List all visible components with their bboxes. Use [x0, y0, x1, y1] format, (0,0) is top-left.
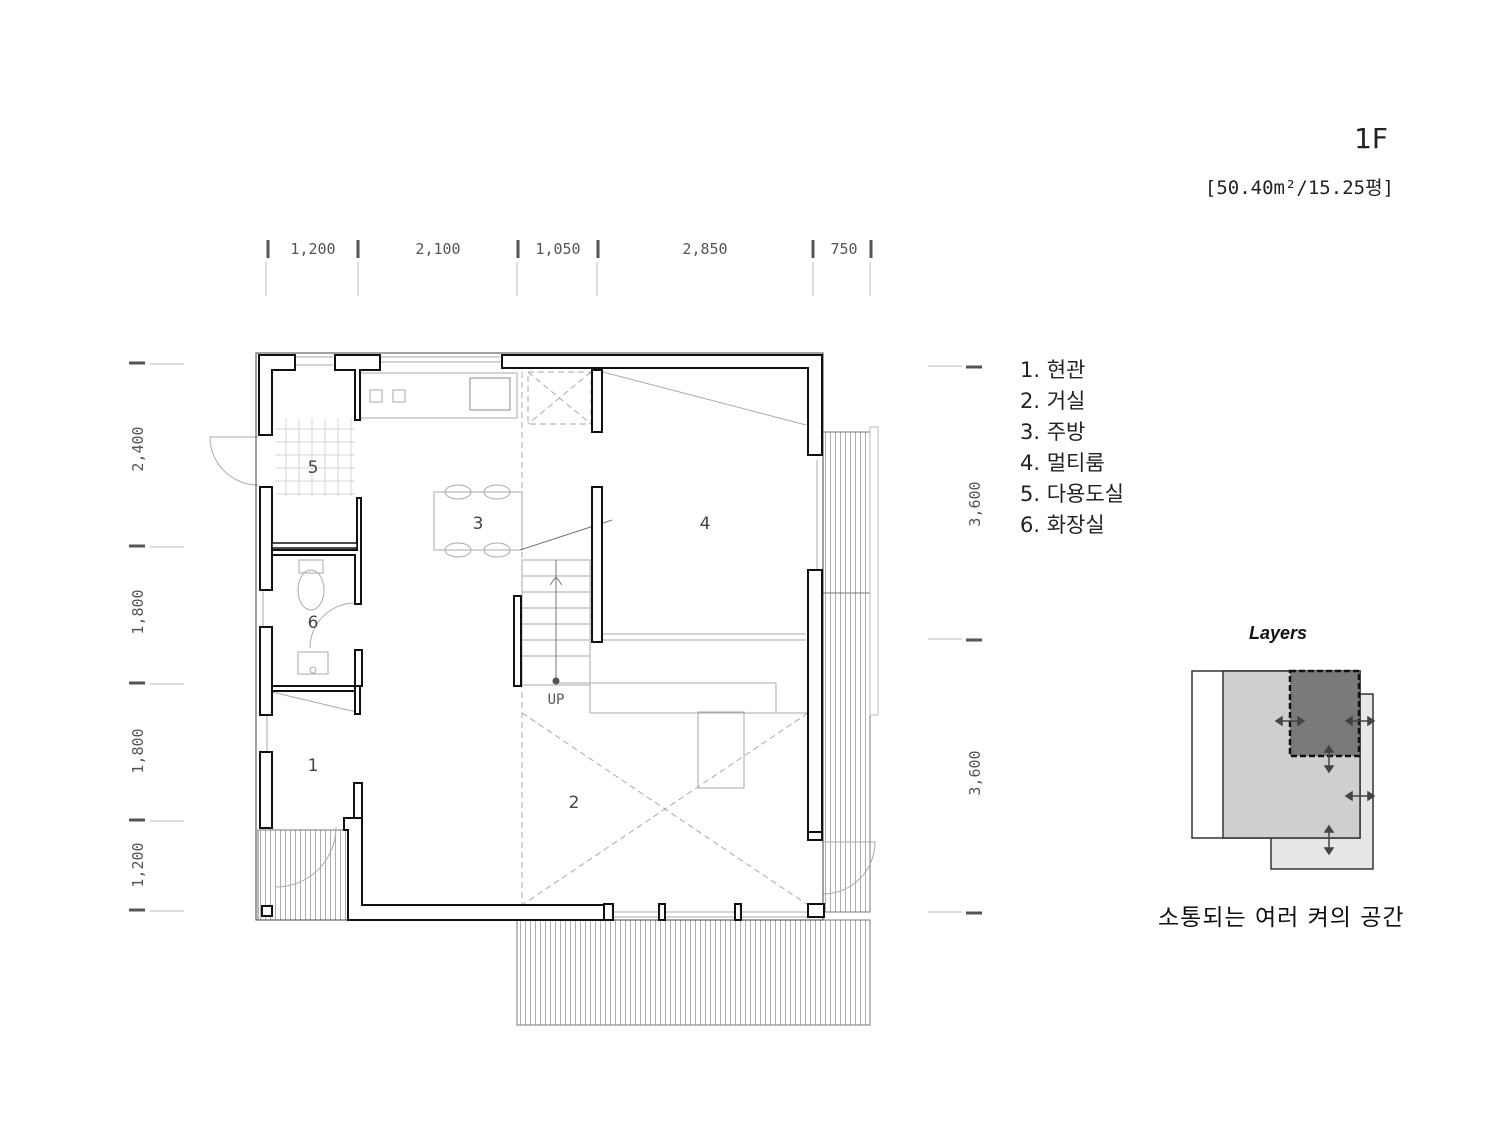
dimension-top-3: 1,050: [535, 240, 580, 258]
floor-area: [50.40m²/15.25평]: [1204, 177, 1394, 199]
room-number-1: 1: [308, 756, 319, 776]
floor-title: 1F: [1354, 122, 1388, 155]
legend-item: 2. 거실: [1020, 389, 1086, 413]
stair-up-label: UP: [548, 692, 565, 708]
utility-floor-tiles: [275, 418, 355, 496]
dimension-top-4: 2,850: [682, 240, 727, 258]
dimension-left-1: 2,400: [129, 426, 147, 471]
room-legend: 1. 현관 2. 거실 3. 주방 4. 멀티룸 5. 다용도실 6. 화장실: [1020, 355, 1124, 541]
walls: [255, 352, 825, 921]
fixture-lines: [209, 356, 876, 918]
right-dimension-line: [928, 365, 982, 915]
legend-item: 1. 현관: [1020, 358, 1086, 382]
room-number-3: 3: [473, 514, 484, 534]
void-dashed-lines: [521, 371, 809, 906]
dimension-left-4: 1,200: [129, 842, 147, 887]
dimension-left-2: 1,800: [129, 589, 147, 634]
dimension-top-2: 2,100: [415, 240, 460, 258]
dimension-left-3: 1,800: [129, 728, 147, 773]
dimension-top-5: 750: [830, 240, 857, 258]
legend-item: 4. 멀티룸: [1020, 451, 1105, 475]
stair-start-marker: [552, 677, 560, 685]
room-number-4: 4: [700, 514, 711, 534]
room-number-5: 5: [308, 458, 319, 478]
dimension-right-1: 3,600: [966, 481, 984, 526]
exterior-deck: [257, 426, 879, 1026]
room-number-6: 6: [308, 613, 319, 633]
legend-item: 6. 화장실: [1020, 513, 1105, 537]
room-number-2: 2: [569, 793, 580, 813]
layers-diagram: [1191, 669, 1376, 870]
legend-item: 3. 주방: [1020, 420, 1086, 444]
dimension-top-1: 1,200: [290, 240, 335, 258]
top-dimension-line: [265, 240, 873, 296]
layers-caption: 소통되는 여러 켜의 공간: [1158, 905, 1405, 931]
left-dimension-line: [129, 361, 184, 912]
legend-item: 5. 다용도실: [1020, 482, 1124, 506]
dimension-right-2: 3,600: [966, 750, 984, 795]
layers-title: Layers: [1249, 623, 1308, 643]
